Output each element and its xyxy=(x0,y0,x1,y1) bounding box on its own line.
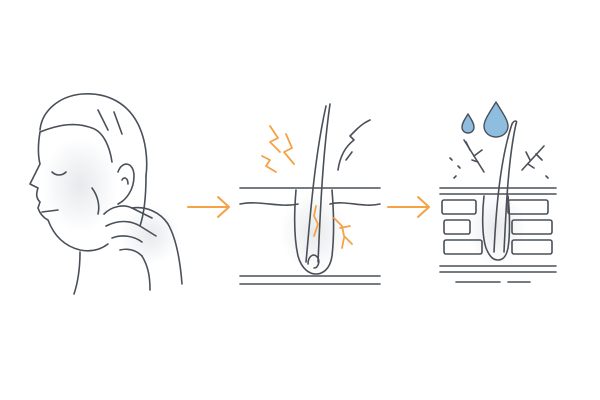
arrow-right-icon xyxy=(387,196,430,218)
irritated-follicle-icon xyxy=(239,103,381,285)
healthy-follicle-icon xyxy=(439,101,557,283)
arrow-right-icon xyxy=(187,196,230,218)
man-scratching-head-icon xyxy=(29,93,183,295)
